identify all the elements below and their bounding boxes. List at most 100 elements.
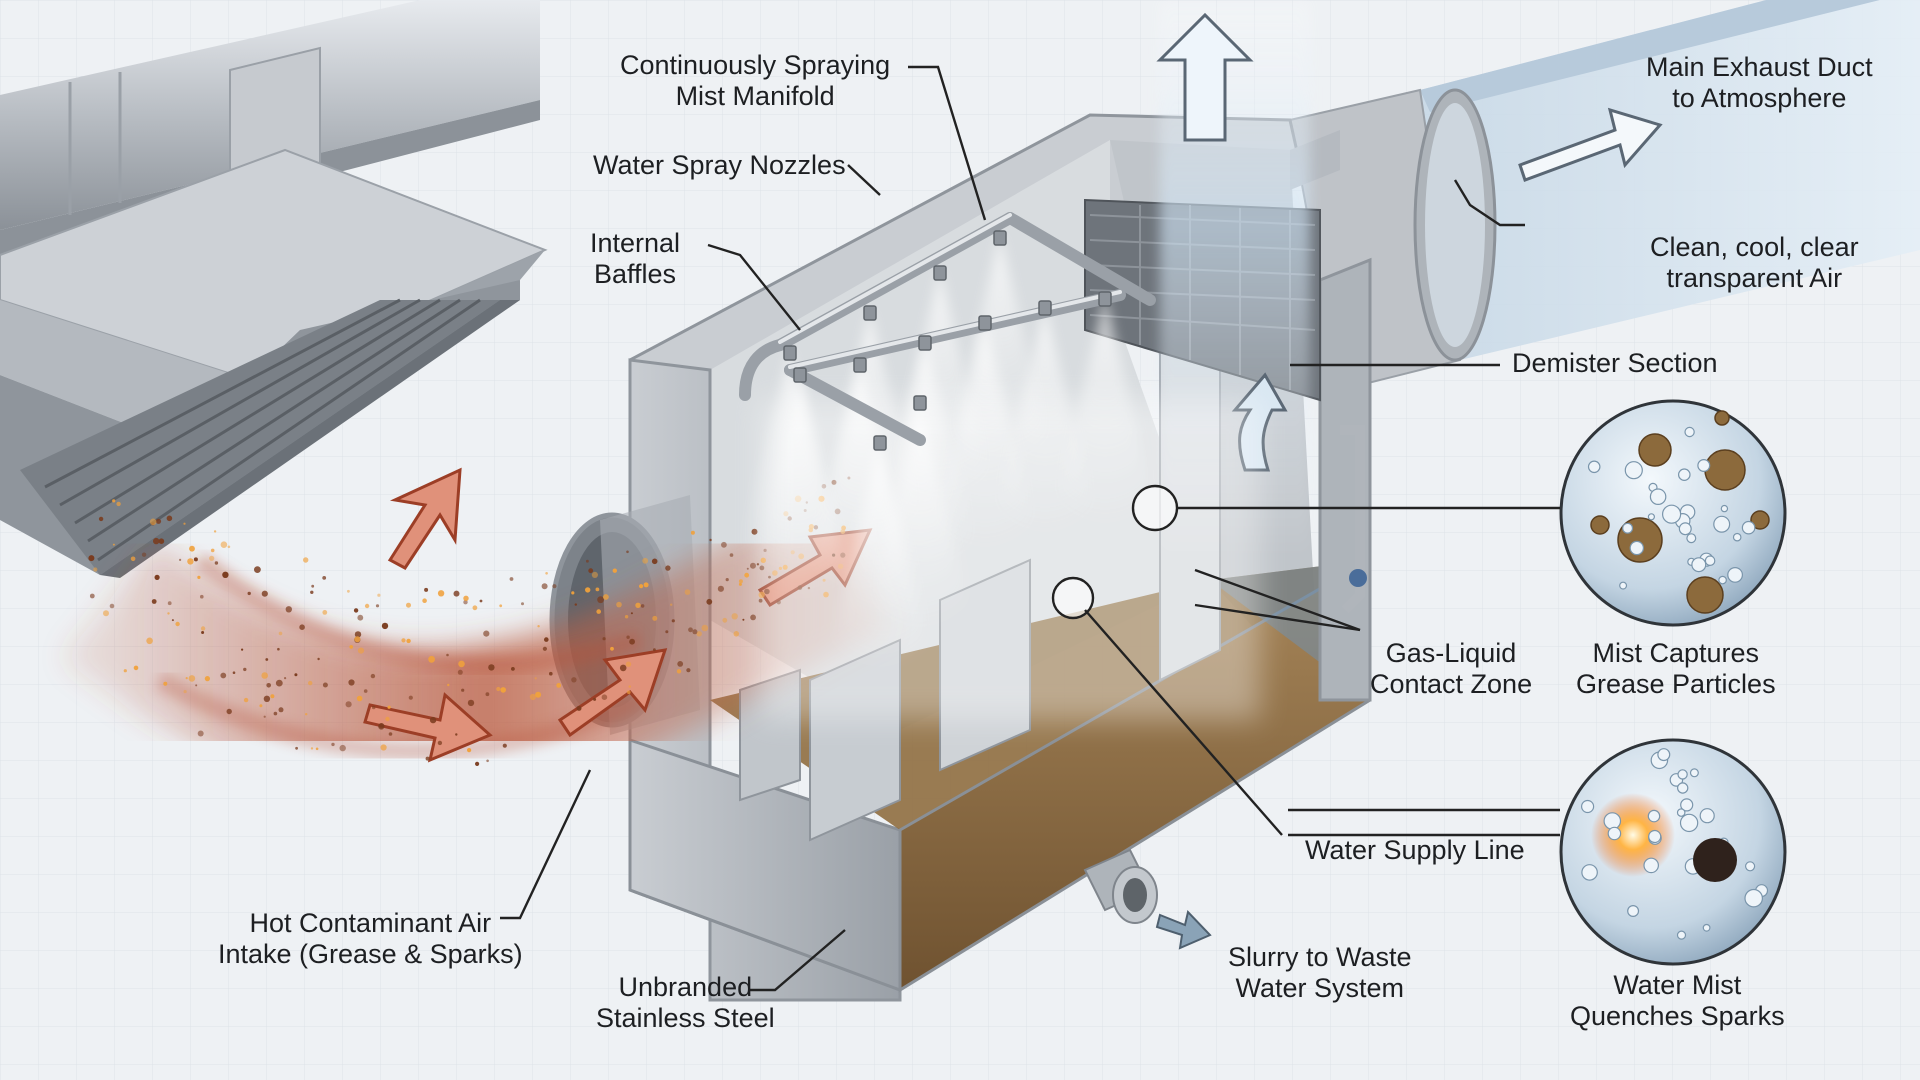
label-line: transparent Air [1666, 263, 1843, 293]
label-line: Clean, cool, clear [1650, 232, 1859, 262]
nozzle-icon [978, 315, 992, 331]
spark-icon [542, 646, 548, 651]
label-spray-nozzles: Water Spray Nozzles [593, 150, 846, 181]
water-droplet-icon [1741, 520, 1756, 535]
spark-icon [270, 694, 275, 699]
spark-icon [729, 553, 734, 557]
spark-icon [467, 699, 475, 707]
spark-icon [349, 645, 354, 649]
water-droplet-icon [1643, 857, 1659, 874]
spark-icon [375, 604, 380, 608]
spark-icon [684, 589, 691, 595]
spark-icon [187, 558, 194, 565]
nozzle-icon [913, 395, 927, 411]
spark-icon [472, 605, 478, 611]
spark-icon [133, 665, 139, 671]
water-droplet-icon [1619, 581, 1628, 590]
intake-duct [0, 0, 548, 578]
spark-icon [692, 629, 698, 635]
label-line: Mist Captures [1592, 638, 1760, 668]
spark-icon [574, 603, 577, 606]
spark-icon [738, 582, 742, 586]
spark-icon [387, 705, 391, 709]
spark-icon [447, 683, 450, 687]
nozzle-icon [873, 435, 887, 451]
spark-icon [585, 587, 591, 593]
spark-icon [596, 609, 601, 614]
spark-icon [461, 688, 465, 692]
spark-icon [628, 685, 631, 688]
spark-icon [725, 578, 729, 582]
spark-icon [295, 746, 298, 750]
spark-icon [709, 538, 712, 542]
spark-icon [731, 613, 738, 620]
water-droplet-icon [1677, 769, 1688, 780]
spark-icon [158, 538, 165, 544]
water-droplet-icon [1622, 522, 1634, 534]
spark-icon [486, 759, 489, 763]
spark-icon [278, 707, 284, 713]
spark-icon [277, 647, 280, 651]
spark-icon [154, 574, 160, 581]
spark-icon [153, 537, 160, 545]
spark-icon [322, 576, 327, 580]
spark-icon [123, 669, 127, 673]
label-line: Grease Particles [1576, 669, 1776, 699]
spark-icon [259, 704, 263, 708]
water-droplet-icon [1720, 504, 1729, 513]
spark-icon [263, 715, 266, 718]
label-line: Stainless Steel [596, 1003, 775, 1033]
spark-icon [401, 638, 406, 643]
spark-icon [305, 713, 308, 716]
spark-icon [353, 608, 359, 613]
spark-icon [671, 619, 675, 623]
water-droplet-icon [1661, 504, 1682, 524]
spark-icon [109, 603, 115, 609]
spark-icon [299, 624, 305, 630]
spark-icon [422, 598, 427, 603]
spark-icon [339, 744, 346, 752]
spark-icon [166, 515, 173, 522]
spark-icon [243, 697, 249, 703]
spark-icon [676, 669, 682, 674]
spark-icon [188, 675, 196, 682]
spark-icon [593, 697, 597, 701]
spark-icon [222, 571, 229, 578]
spark-icon [354, 631, 362, 638]
quenched-spark-icon [1693, 838, 1737, 882]
label-line: Baffles [594, 259, 677, 289]
spark-icon [595, 587, 600, 592]
water-droplet-icon [1678, 522, 1692, 536]
label-line: Main Exhaust Duct [1646, 52, 1873, 82]
spark-icon [226, 708, 232, 715]
spark-icon [500, 687, 507, 693]
water-droplet-icon [1691, 557, 1707, 573]
spark-icon [446, 653, 449, 657]
spark-icon [232, 671, 236, 674]
spark-icon [453, 590, 460, 597]
spark-icon [424, 587, 429, 592]
nozzle-icon [918, 335, 932, 351]
spark-icon [485, 692, 490, 697]
spark-icon [544, 637, 549, 642]
water-droplet-icon [1607, 826, 1622, 841]
spark-icon [322, 610, 328, 615]
water-droplet-icon [1697, 459, 1711, 473]
spark-icon [635, 602, 641, 608]
hood-grille [20, 298, 520, 578]
spark-icon [193, 557, 198, 562]
spark-icon [322, 682, 328, 688]
spark-icon [98, 516, 104, 522]
spark-icon [189, 545, 195, 552]
grease-particle-icon [1704, 449, 1746, 491]
airflow-arrow-icon [557, 648, 668, 738]
label-line: Gas-Liquid [1385, 638, 1517, 668]
spark-icon [141, 552, 147, 557]
spark-icon [303, 557, 309, 563]
spark-icon [88, 555, 95, 562]
nozzle-icon [783, 345, 797, 361]
spark-icon [210, 548, 215, 553]
spark-icon [690, 530, 695, 535]
spark-icon [603, 594, 609, 600]
